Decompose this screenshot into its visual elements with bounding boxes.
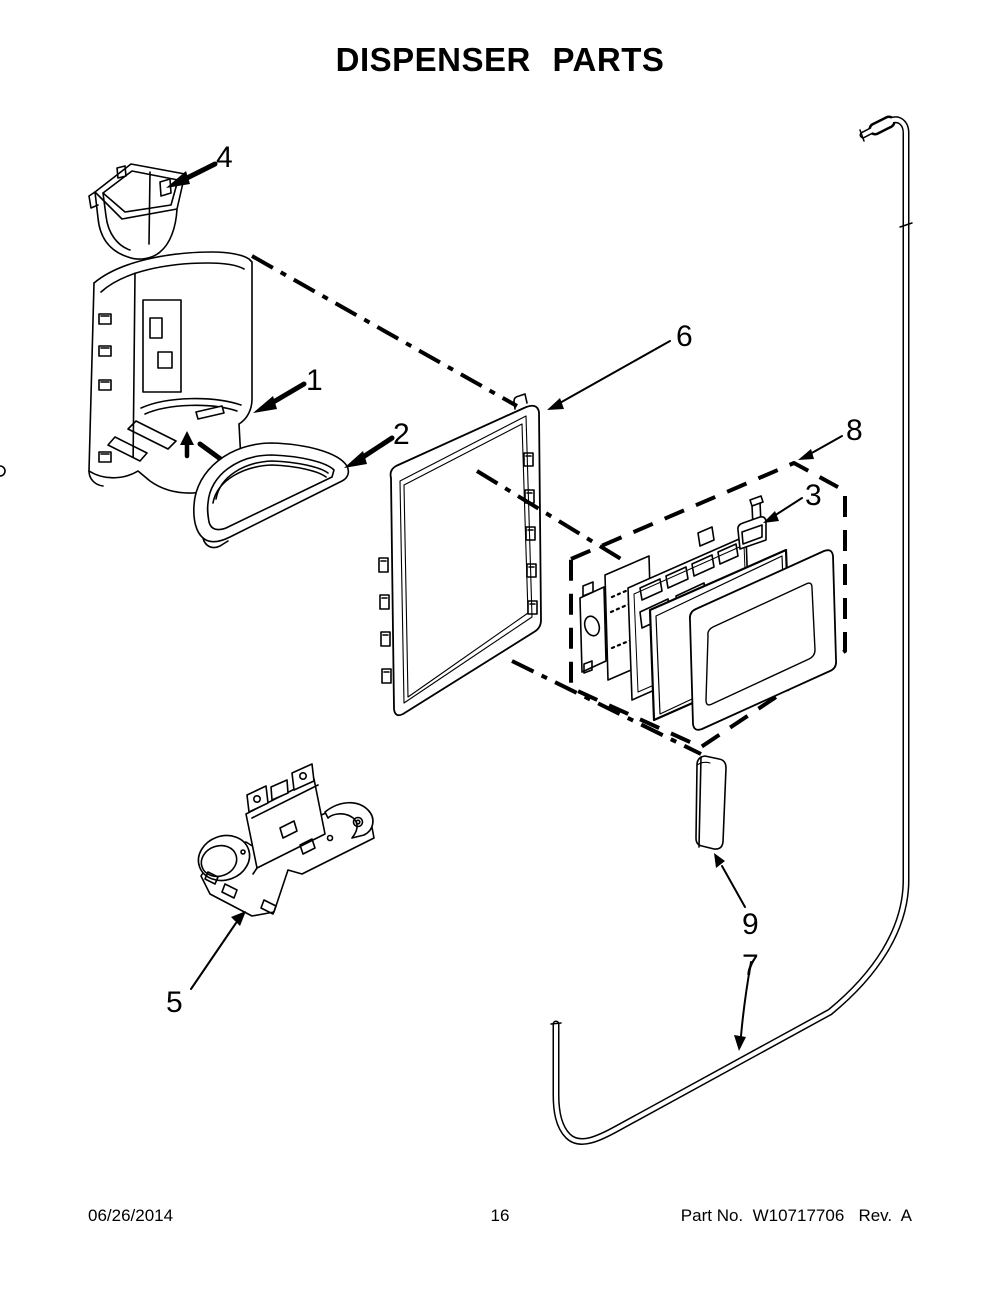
callout-2: 2 [393, 418, 410, 451]
callout-5: 5 [166, 986, 183, 1019]
arrow-6 [547, 340, 671, 410]
part-2-trim-ring [193, 442, 350, 549]
page-title: DISPENSER PARTS [335, 41, 665, 78]
part-7-water-tube [550, 115, 913, 1145]
callout-6: 6 [676, 320, 693, 353]
callout-1: 1 [306, 364, 323, 397]
arrow-3 [763, 497, 803, 523]
arrow-4 [166, 161, 218, 188]
part-3-board-clip [737, 495, 767, 550]
part-4-chute-funnel [88, 163, 186, 260]
callout-7: 7 [742, 949, 759, 982]
callout-3: 3 [805, 479, 822, 512]
footer-page-number: 16 [490, 1206, 510, 1225]
arrow-2 [344, 435, 395, 468]
callout-arrows [166, 161, 843, 1051]
part-9-pad [695, 755, 727, 850]
callout-8: 8 [846, 414, 863, 447]
part-8-control-board-assembly [579, 526, 838, 731]
callout-9: 9 [742, 908, 759, 941]
arrow-9 [714, 853, 746, 908]
assembly-axis-line-panel-to-board [475, 469, 623, 561]
part-8-dashed-boundary [569, 461, 847, 749]
footer-part-number: Part No. W10717706 Rev. A [680, 1206, 912, 1225]
footer-date: 06/26/2014 [88, 1206, 174, 1225]
arrow-7 [734, 961, 752, 1051]
arrow-1 [253, 381, 307, 413]
arrow-8 [798, 435, 843, 460]
arrow-5 [190, 911, 246, 990]
callout-4: 4 [216, 141, 233, 174]
part-5-actuator-assembly [197, 763, 375, 917]
part-6-panel-frame [0, 393, 542, 717]
assembly-axis-lines [251, 254, 702, 756]
